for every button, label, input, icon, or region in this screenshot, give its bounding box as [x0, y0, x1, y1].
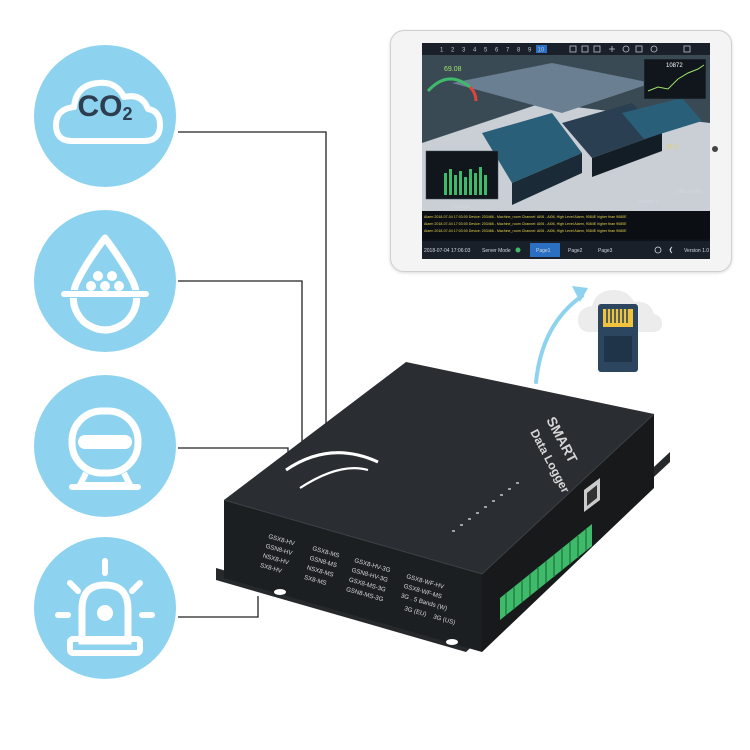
gauge-widget: 69.08	[426, 66, 478, 102]
toolbar-tab-10[interactable]: 10	[538, 48, 545, 54]
status-time: 2018-07-04 17:06:03	[424, 248, 471, 254]
version-label: Version 1.0	[684, 248, 709, 254]
toolbar-tab-9[interactable]: 9	[528, 48, 532, 54]
toolbar-tab-6[interactable]: 6	[495, 48, 499, 54]
settings-icon[interactable]	[654, 246, 662, 254]
server-racks	[482, 98, 702, 205]
cloud-ethernet-icon	[578, 290, 662, 372]
layers-icon[interactable]	[635, 45, 643, 53]
monitoring-app: 1 2 3 4 5 6 7 8 9 10	[422, 43, 710, 259]
save-icon[interactable]	[683, 45, 691, 53]
page-tab-1[interactable]: Page1	[536, 248, 551, 254]
co2-label-subscript: 2	[122, 104, 133, 124]
toolbar-tab-1[interactable]: 1	[440, 48, 444, 54]
toolbar-icons	[569, 45, 691, 53]
water-leak-sensor-circle	[34, 375, 176, 517]
humidity-sensor-circle	[34, 210, 176, 352]
co2-sensor-circle: CO2	[34, 45, 176, 187]
trend-chart: 10872	[643, 58, 707, 100]
toolbar-tab-2[interactable]: 2	[451, 48, 455, 54]
toolbar-tab-4[interactable]: 4	[473, 48, 477, 54]
toolbar-tab-3[interactable]: 3	[462, 48, 466, 54]
tablet-camera	[712, 146, 718, 152]
tablet-device: 1 2 3 4 5 6 7 8 9 10	[390, 30, 732, 272]
page-tab-2[interactable]: Page2	[568, 248, 583, 254]
storage-label: Storage	[452, 204, 470, 210]
storage-chart: Storage	[425, 150, 499, 210]
toolbar-tabs: 1 2 3 4 5 6 7 8 9 10	[440, 45, 547, 54]
side-readout: 27.1	[666, 145, 678, 151]
move-icon[interactable]	[622, 45, 630, 53]
alarm-line-3[interactable]: Alarm 2018-07-04 17:03:00 Device: 203466…	[424, 229, 627, 233]
sensor-label: Sensor 2	[638, 199, 658, 205]
alarm-line-1[interactable]: Alarm 2018-07-04 17:03:00 Device: 203466…	[424, 215, 627, 219]
server-status-dot	[515, 247, 521, 253]
upload-arrow-icon	[534, 286, 588, 384]
file-icon[interactable]	[593, 45, 601, 53]
alarm-line-2[interactable]: Alarm 2018-07-04 17:03:00 Device: 203466…	[424, 222, 627, 226]
co2-label: CO2	[34, 90, 176, 125]
grid-icon[interactable]	[569, 45, 577, 53]
trend-readout: 10872	[666, 63, 683, 69]
co2-label-main: CO	[77, 90, 123, 123]
humidity-drop-icon	[61, 234, 149, 334]
alarm-sensor-circle	[34, 537, 176, 679]
cloud-icon	[53, 79, 163, 144]
data-logger-device	[216, 362, 670, 652]
toolbar-tab-5[interactable]: 5	[484, 48, 488, 54]
settings-icon[interactable]	[650, 45, 658, 53]
night-mode-icon[interactable]	[669, 246, 673, 254]
water-leak-icon	[68, 407, 142, 490]
server-mode-label: Server Mode	[482, 248, 511, 254]
toolbar-tab-7[interactable]: 7	[506, 48, 510, 54]
edit-icon[interactable]	[581, 45, 589, 53]
toolbar-tab-8[interactable]: 8	[517, 48, 521, 54]
tablet-screen: 1 2 3 4 5 6 7 8 9 10	[422, 43, 710, 259]
gauge-readout: 69.08	[444, 66, 462, 73]
alarm-beacon-icon	[55, 558, 155, 656]
data-center-label: Data Center	[676, 189, 703, 195]
page-tab-3[interactable]: Page3	[598, 248, 613, 254]
